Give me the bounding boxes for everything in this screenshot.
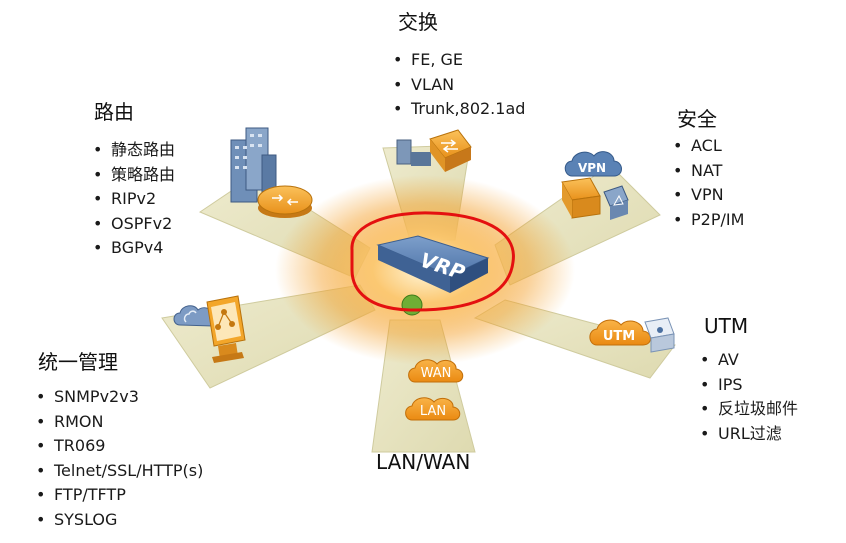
list-item: AV xyxy=(698,348,798,373)
list-item: FE, GE xyxy=(391,48,525,73)
list-item: FTP/TFTP xyxy=(34,483,203,508)
list-item: URL过滤 xyxy=(698,422,798,447)
utm-list: AV IPS 反垃圾邮件 URL过滤 xyxy=(698,348,798,446)
list-item: SYSLOG xyxy=(34,508,203,533)
list-item: P2P/IM xyxy=(671,208,744,233)
management-icon xyxy=(173,295,246,363)
list-item: BGPv4 xyxy=(91,236,175,261)
management-title: 统一管理 xyxy=(38,350,118,374)
lanwan-icon: WAN LAN xyxy=(405,359,464,421)
list-item: OSPFv2 xyxy=(91,212,175,237)
list-item: 策略路由 xyxy=(91,163,175,188)
router-icon xyxy=(230,127,313,218)
switch-icon xyxy=(396,129,472,172)
security-title: 安全 xyxy=(677,107,717,131)
list-item: SNMPv2v3 xyxy=(34,385,203,410)
switching-title: 交换 xyxy=(398,10,438,34)
list-item: VPN xyxy=(671,183,744,208)
lan-cloud-label: LAN xyxy=(420,404,446,419)
list-item: VLAN xyxy=(391,73,525,98)
list-item: 反垃圾邮件 xyxy=(698,397,798,422)
list-item: 静态路由 xyxy=(91,138,175,163)
list-item: NAT xyxy=(671,159,744,184)
utm-title: UTM xyxy=(704,314,749,338)
switching-list: FE, GE VLAN Trunk,802.1ad xyxy=(391,48,525,122)
vrp-box: VRP xyxy=(376,235,490,293)
lanwan-title: LAN/WAN xyxy=(376,450,471,474)
routing-title: 路由 xyxy=(94,100,134,124)
vpn-cloud-label: VPN xyxy=(578,161,606,175)
utm-icon: UTM xyxy=(589,317,675,353)
wan-cloud-label: WAN xyxy=(421,366,452,381)
list-item: Trunk,802.1ad xyxy=(391,97,525,122)
list-item: RIPv2 xyxy=(91,187,175,212)
utm-cloud-label: UTM xyxy=(603,329,635,344)
red-highlight-circle xyxy=(350,211,515,312)
list-item: RMON xyxy=(34,410,203,435)
vpn-firewall-icon: VPN xyxy=(561,151,629,220)
routing-list: 静态路由 策略路由 RIPv2 OSPFv2 BGPv4 xyxy=(91,138,175,261)
list-item: Telnet/SSL/HTTP(s) xyxy=(34,459,203,484)
management-list: SNMPv2v3 RMON TR069 Telnet/SSL/HTTP(s) F… xyxy=(34,385,203,532)
list-item: IPS xyxy=(698,373,798,398)
security-list: ACL NAT VPN P2P/IM xyxy=(671,134,744,232)
list-item: TR069 xyxy=(34,434,203,459)
center-node-dot xyxy=(401,294,423,316)
list-item: ACL xyxy=(671,134,744,159)
